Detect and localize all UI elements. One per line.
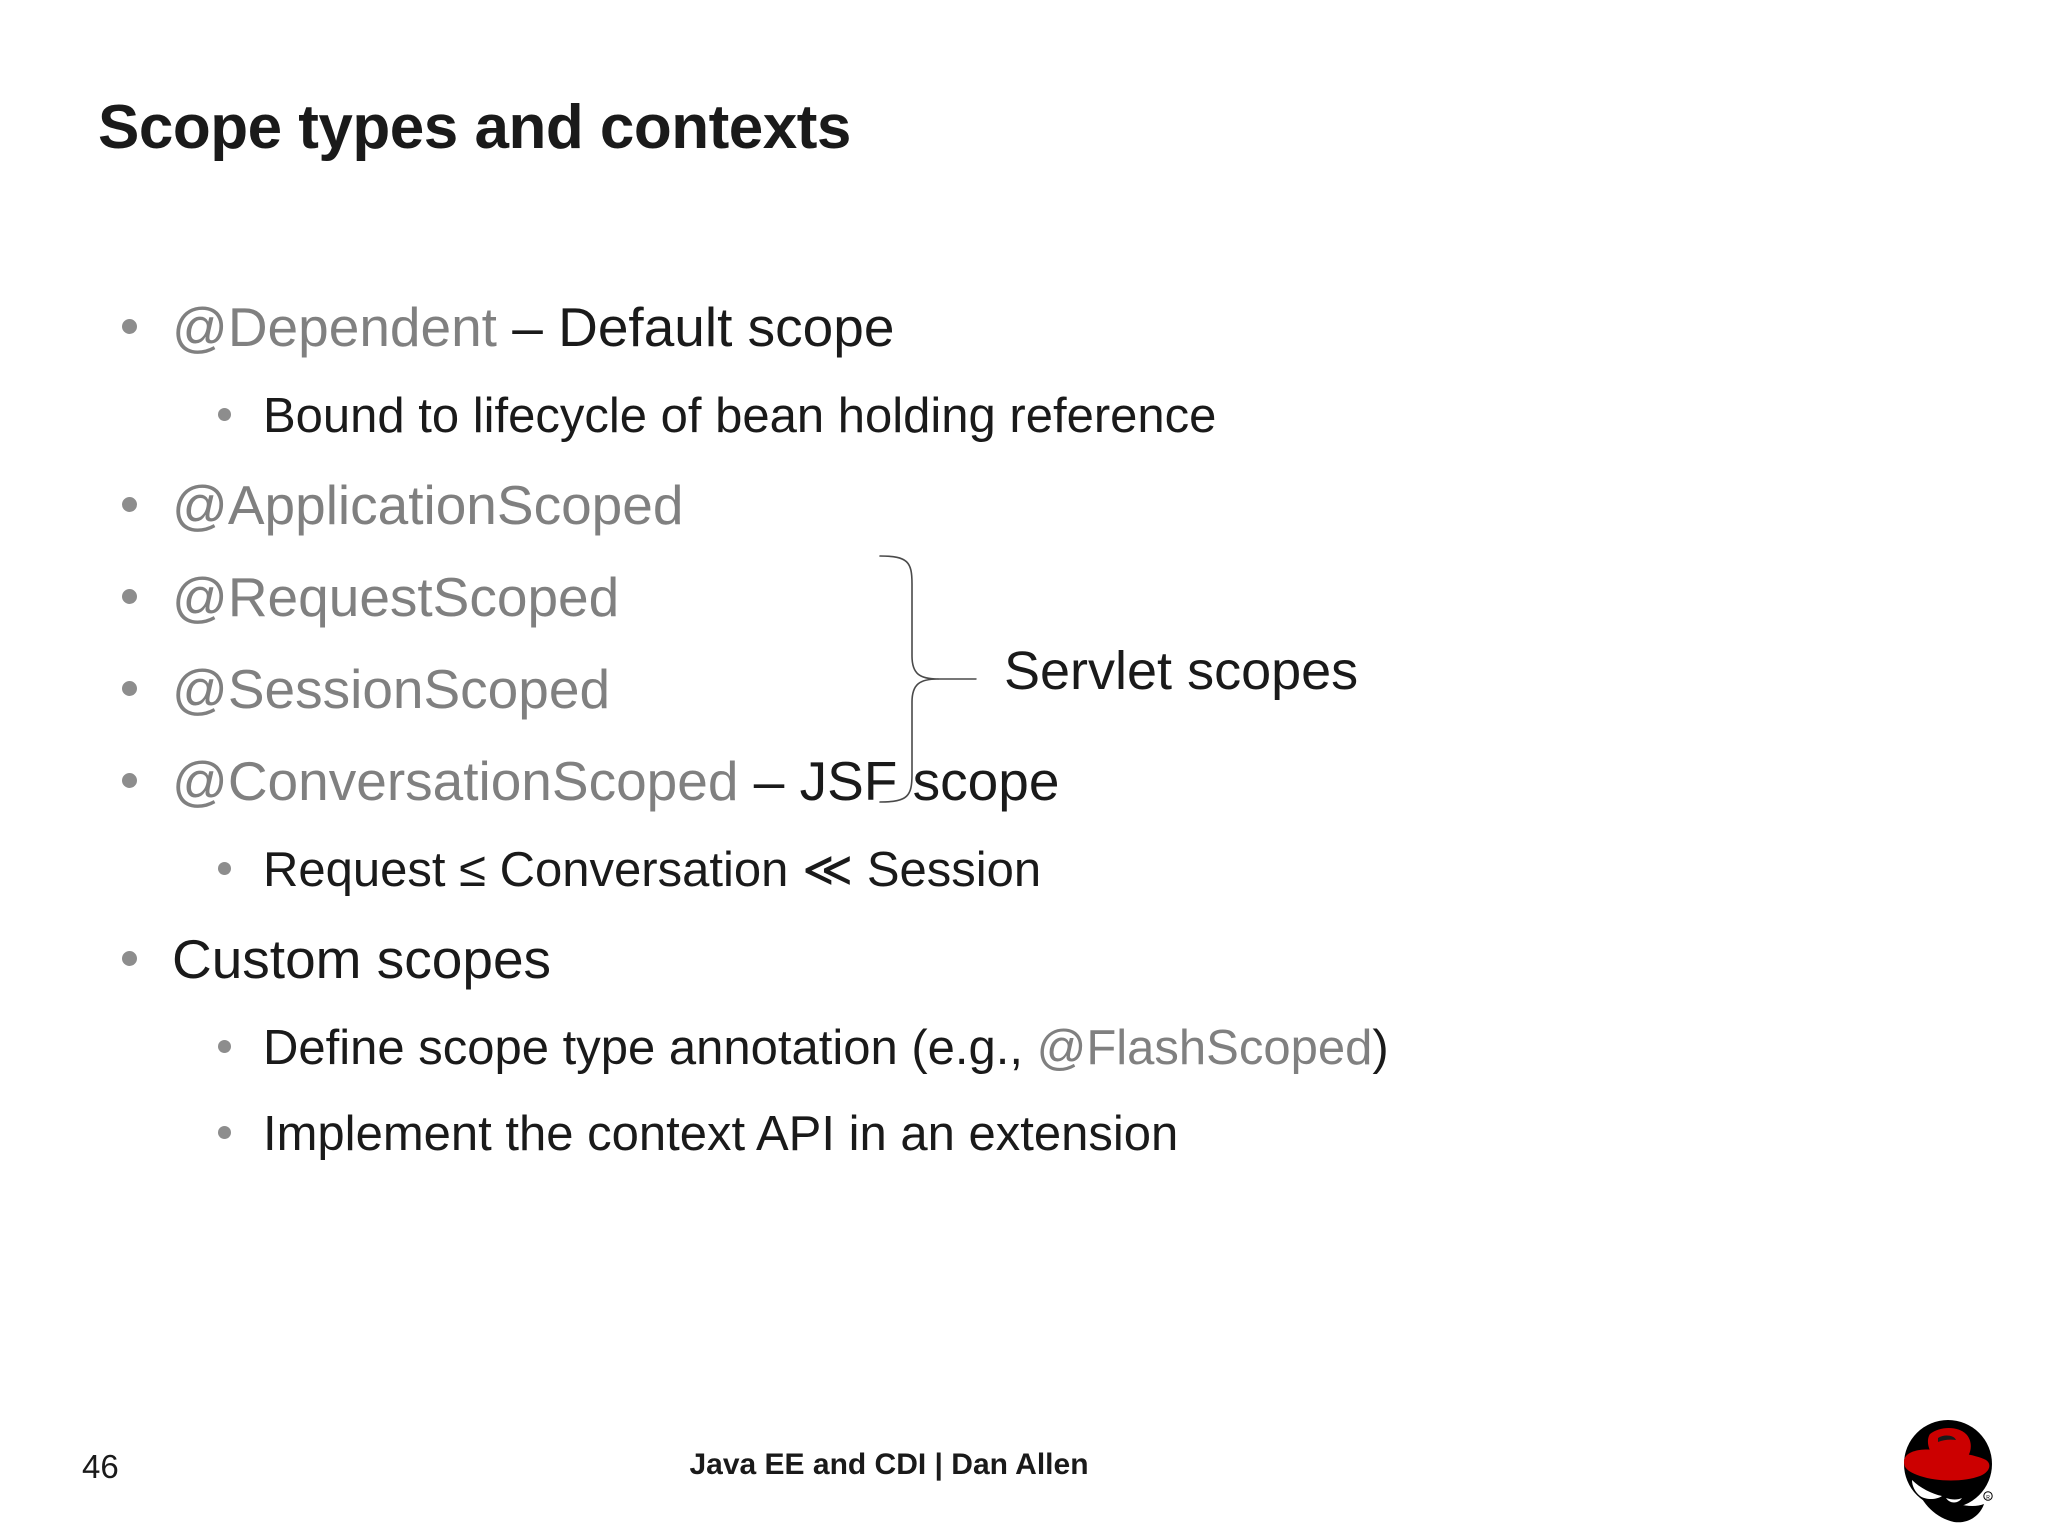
list-item: Define scope type annotation (e.g., @Fla…	[110, 1024, 1930, 1110]
list-item: Implement the context API in an extensio…	[110, 1110, 1930, 1196]
list-item-text: @ConversationScoped – JSF scope	[172, 754, 1059, 809]
list-item: @ApplicationScoped	[110, 478, 1930, 570]
list-item: Bound to lifecycle of bean holding refer…	[110, 392, 1930, 478]
bullet-list: @Dependent – Default scope Bound to life…	[110, 300, 1930, 1196]
list-item-text: @Dependent – Default scope	[172, 300, 894, 355]
servlet-scopes-callout: Servlet scopes	[868, 540, 1508, 830]
annotation-token: @RequestScoped	[172, 566, 620, 628]
list-item: @RequestScoped	[110, 570, 1930, 662]
page-number: 46	[82, 1448, 119, 1485]
list-item-label: Custom scopes	[172, 928, 552, 990]
list-item-text: Custom scopes	[172, 932, 551, 987]
bullet-dot-icon	[218, 862, 231, 875]
bullet-dot-icon	[122, 681, 137, 696]
servlet-scopes-label: Servlet scopes	[1004, 641, 1359, 701]
list-item-text: Request ≤ Conversation ≪ Session	[263, 846, 1041, 895]
annotation-token: @ConversationScoped	[172, 750, 739, 812]
list-item-label: Implement the context API in an extensio…	[263, 1107, 1179, 1161]
list-item: Request ≤ Conversation ≪ Session	[110, 846, 1930, 932]
annotation-token: @FlashScoped	[1036, 1021, 1373, 1075]
bullet-dot-icon	[122, 773, 137, 788]
curly-brace-icon	[879, 555, 977, 803]
list-item-label: Request ≤ Conversation ≪ Session	[263, 843, 1042, 897]
bullet-dot-icon	[218, 1126, 231, 1139]
footer-title: Java EE and CDI | Dan Allen	[689, 1448, 1089, 1481]
bullet-dot-icon	[122, 319, 137, 334]
list-item: @ConversationScoped – JSF scope	[110, 754, 1930, 846]
list-item-text: @ApplicationScoped	[172, 478, 683, 533]
list-item: Custom scopes	[110, 932, 1930, 1024]
bullet-dot-icon	[122, 589, 137, 604]
bullet-dot-icon	[218, 1040, 231, 1053]
list-item-text: @RequestScoped	[172, 570, 619, 625]
bullet-dot-icon	[122, 951, 137, 966]
list-item-text: Bound to lifecycle of bean holding refer…	[263, 392, 1216, 441]
list-item: @Dependent – Default scope	[110, 300, 1930, 392]
list-item-text: @SessionScoped	[172, 662, 610, 717]
svg-text:R: R	[1986, 1495, 1990, 1501]
list-item-label: – Default scope	[496, 296, 895, 358]
list-item: @SessionScoped	[110, 662, 1930, 754]
page-title: Scope types and contexts	[98, 93, 851, 162]
list-item-label: Bound to lifecycle of bean holding refer…	[263, 389, 1217, 443]
annotation-token: @ApplicationScoped	[172, 474, 684, 536]
annotation-token: @SessionScoped	[172, 658, 611, 720]
bullet-dot-icon	[218, 408, 231, 421]
red-hat-shadowman-logo: R	[1904, 1420, 1993, 1523]
bullet-dot-icon	[122, 497, 137, 512]
list-item-label-suffix: )	[1372, 1021, 1389, 1075]
annotation-token: @Dependent	[172, 296, 497, 358]
list-item-text: Define scope type annotation (e.g., @Fla…	[263, 1024, 1389, 1073]
list-item-text: Implement the context API in an extensio…	[263, 1110, 1178, 1159]
list-item-label: – JSF scope	[738, 750, 1060, 812]
list-item-label: Define scope type annotation (e.g.,	[263, 1021, 1037, 1075]
